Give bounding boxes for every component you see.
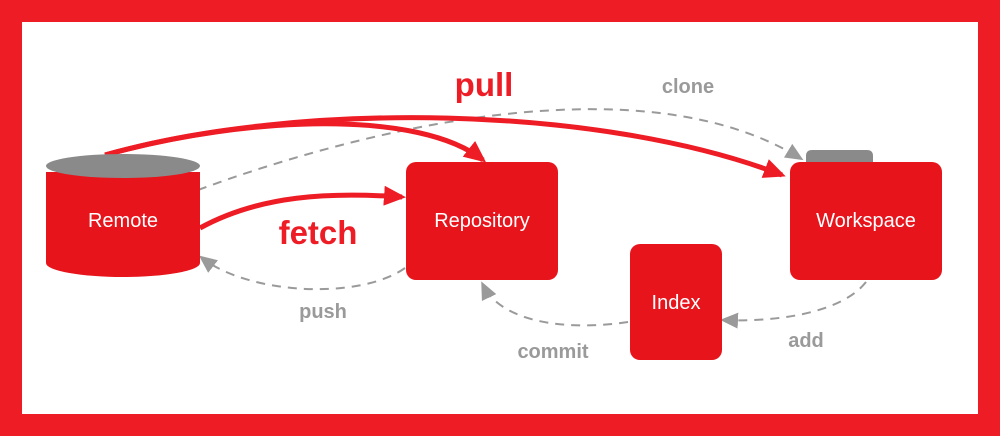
index-node: Index	[630, 244, 722, 360]
clone-label: clone	[662, 76, 714, 98]
push-arrow	[198, 255, 406, 291]
remote-node: Remote	[46, 154, 200, 277]
fetch-label: fetch	[279, 214, 358, 251]
remote-label: Remote	[88, 210, 158, 232]
commit-label: commit	[517, 341, 588, 363]
index-label: Index	[652, 292, 701, 314]
workspace-label: Workspace	[816, 210, 916, 232]
repository-node: Repository	[406, 162, 558, 280]
push-label: push	[299, 301, 347, 323]
pull-arrow-to-repository	[104, 121, 487, 163]
fetch-arrow	[198, 185, 406, 231]
clone-arrow	[197, 108, 804, 191]
folder-tab	[806, 150, 873, 164]
add-label: add	[788, 330, 824, 352]
workspace-node: Workspace	[790, 150, 942, 280]
repository-label: Repository	[434, 210, 530, 232]
add-arrow	[720, 281, 867, 329]
pull-label: pull	[455, 66, 514, 103]
commit-arrow	[481, 281, 629, 327]
